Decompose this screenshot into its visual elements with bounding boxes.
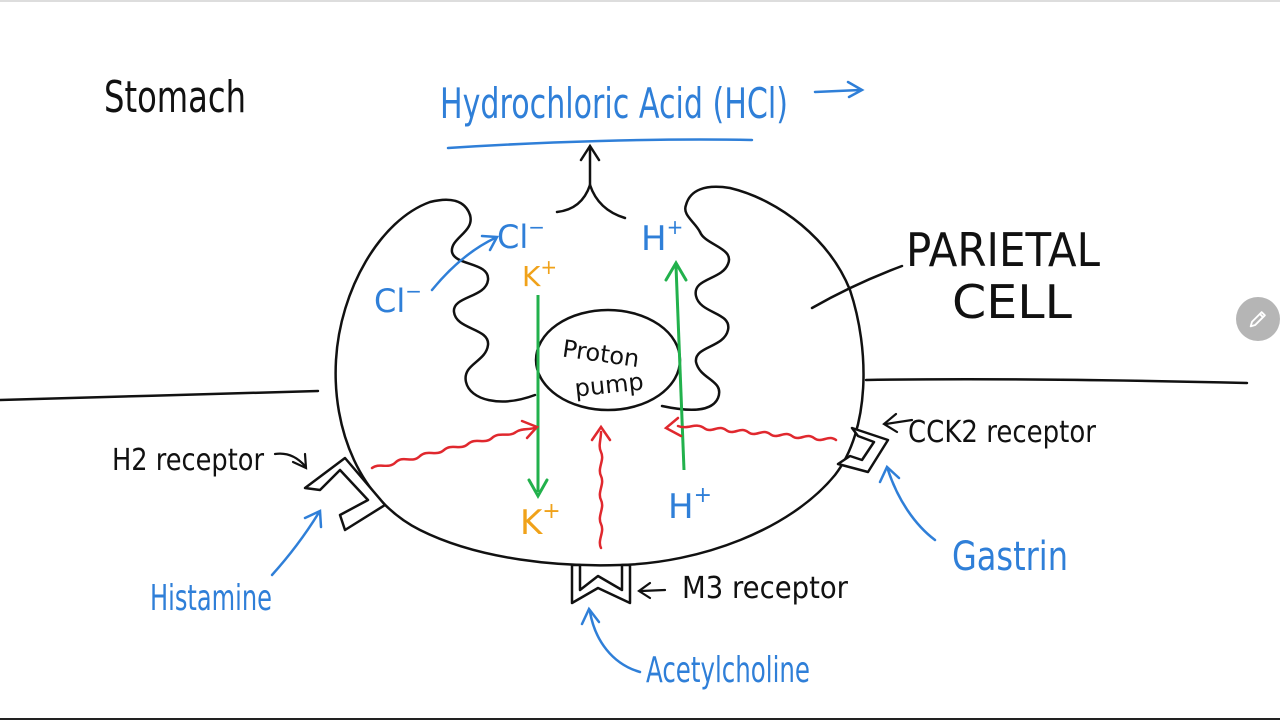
hcl-exit-arrow (813, 88, 862, 94)
m3-receptor-pointer-head (637, 581, 652, 600)
h2-receptor-shape (303, 456, 387, 532)
hcl-underline (446, 138, 754, 150)
h2-receptor-label: H2 receptor (112, 443, 265, 478)
histamine-label: Histamine (150, 578, 272, 619)
edit-button[interactable] (1236, 297, 1280, 341)
cell-outline (334, 185, 865, 567)
acetylcholine-signal-arrowhead (590, 424, 612, 442)
pencil-icon (1249, 311, 1266, 328)
h-top-label: H+ (641, 215, 683, 259)
m3-receptor-shape (570, 563, 632, 605)
m3-receptor-pointer (639, 588, 667, 593)
hcl-secretion-arrowhead (579, 143, 601, 162)
acetylcholine-arrowhead (580, 606, 601, 626)
gastrin-signal-arrow (676, 424, 838, 442)
histamine-arrowhead (303, 509, 323, 529)
canaliculus-left-wall (450, 213, 537, 403)
acetylcholine-arrow (588, 610, 642, 674)
proton-pump-label: Proton (561, 335, 642, 373)
canaliculus-right-wall (660, 230, 731, 411)
acetylcholine-signal-arrow (598, 430, 604, 550)
acetylcholine-label: Acetylcholine (646, 650, 810, 691)
gastrin-signal-arrowhead (663, 416, 683, 438)
k-bottom-label: K+ (520, 499, 561, 543)
cl-transport-arrow (430, 236, 497, 292)
h-transport-arrow (674, 265, 686, 471)
stomach-lining-right (864, 377, 1249, 385)
h-transport-arrowhead (664, 260, 688, 282)
cck2-receptor-label: CCK2 receptor (908, 415, 1097, 450)
stomach-lining-left (0, 389, 320, 402)
histamine-signal-arrow (370, 426, 536, 470)
hcl-label: Hydrochloric Acid (HCl) (440, 79, 788, 128)
gastrin-label: Gastrin (952, 534, 1068, 580)
m3-receptor-label: M3 receptor (682, 571, 849, 606)
cck2-receptor-shape (836, 426, 890, 474)
k-top-label: K+ (522, 255, 557, 293)
cck2-receptor-pointer-head (882, 412, 899, 434)
stomach-label: Stomach (104, 72, 246, 123)
k-transport-arrowhead (527, 478, 549, 500)
cl-inner-label: Cl− (497, 215, 545, 256)
cck2-receptor-pointer (884, 418, 914, 426)
parietal-cell-pointer (810, 264, 904, 310)
histamine-arrow (270, 512, 320, 577)
cl-outer-label: Cl− (374, 279, 422, 320)
proton-pump-label-2: pump (573, 367, 645, 402)
h-bottom-label: H+ (668, 483, 712, 527)
gastrin-arrow (886, 468, 937, 542)
hcl-exit-arrowhead (846, 80, 865, 99)
canal-opening-top (555, 181, 627, 220)
gastrin-arrowhead (878, 464, 901, 484)
histamine-signal-arrowhead (520, 419, 540, 440)
h2-receptor-pointer (273, 452, 307, 468)
parietal-label: PARIETAL (906, 223, 1100, 277)
cl-transport-arrowhead (480, 234, 500, 252)
h2-receptor-pointer-head (291, 452, 308, 470)
cell-label: CELL (952, 275, 1072, 329)
